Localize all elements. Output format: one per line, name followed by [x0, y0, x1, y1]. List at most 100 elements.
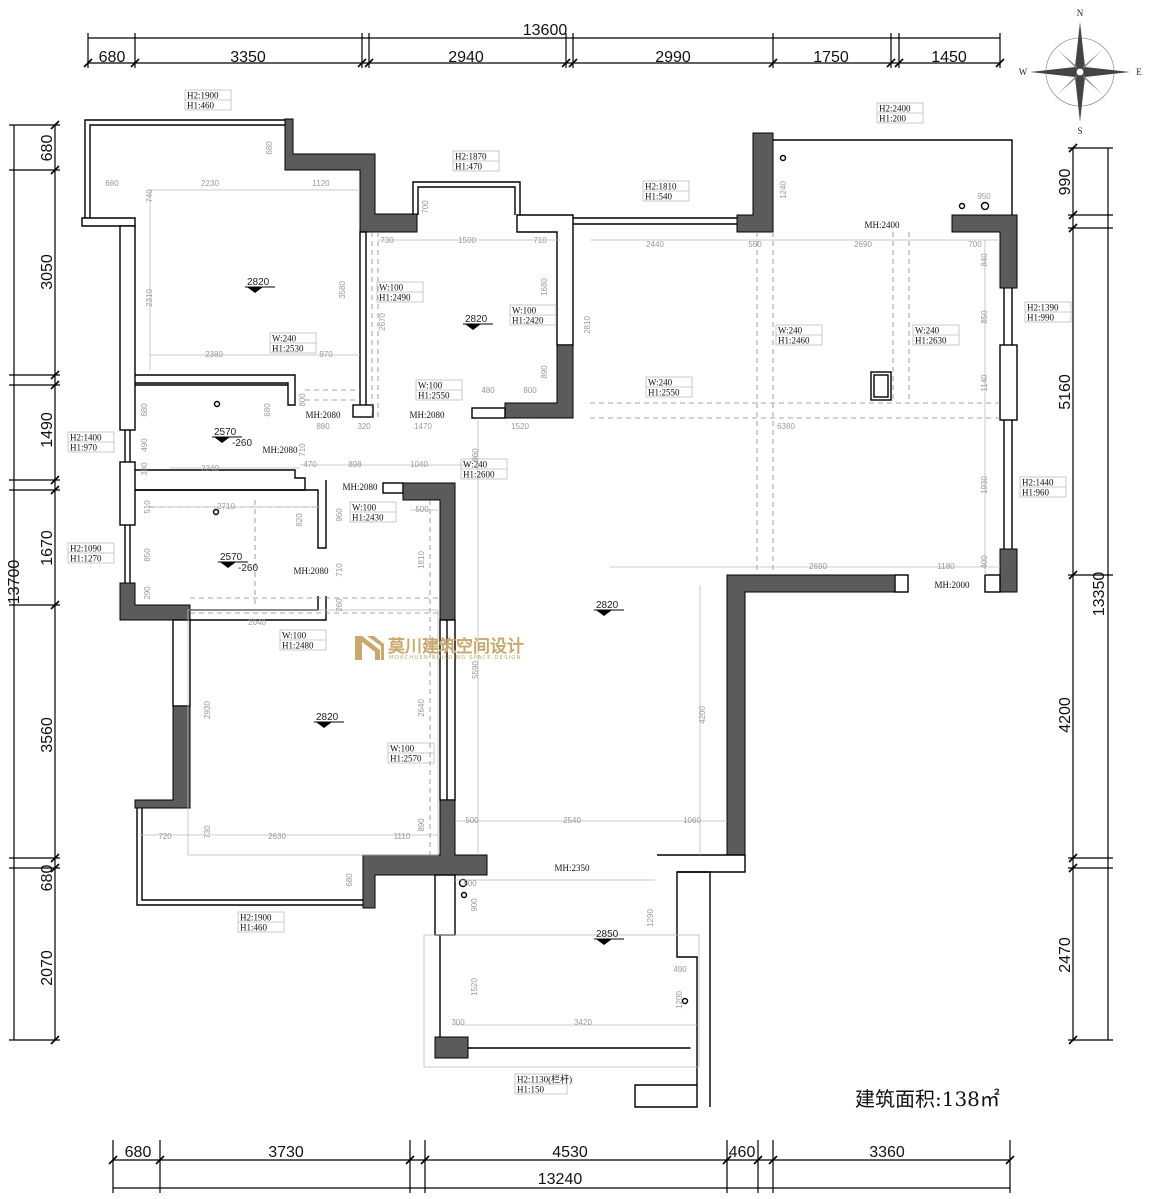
floor-level-marker: 2820 [314, 712, 344, 728]
interior-dimension: 1240 [779, 181, 788, 199]
interior-dimension: 2380 [205, 350, 223, 359]
compass-w: W [1019, 67, 1028, 77]
interior-dimension: 850 [143, 548, 152, 562]
level-value: 2820 [247, 277, 270, 288]
floor-level-marker: 2820 [463, 314, 493, 330]
interior-dimension: 680 [265, 141, 274, 155]
interior-dimension: 1500 [458, 236, 476, 245]
interior-dimension: 480 [481, 386, 495, 395]
interior-dimension: 1680 [540, 278, 549, 296]
floor-level-marker: 2570-260 [218, 552, 258, 574]
interior-dimension: 2240 [201, 464, 219, 473]
dimension-bottom: 13240 [113, 1159, 1010, 1189]
interior-dimension: 400 [980, 555, 989, 569]
wall-tag-line1: W:240 [272, 334, 297, 344]
dim-total-left: 13700 [6, 560, 23, 605]
door-height-tag: MH:2080 [262, 445, 298, 455]
interior-dimension: 1930 [980, 476, 989, 494]
interior-dimension: 4200 [698, 706, 707, 724]
dim-left-segment: 3560 [39, 717, 56, 753]
interior-dimension: 800 [298, 393, 307, 407]
wall-tag-line2: H1:2490 [379, 293, 411, 303]
interior-dimension: 2640 [417, 699, 426, 717]
interior-dimension: 970 [319, 350, 333, 359]
dim-total-top: 13600 [523, 22, 568, 39]
dim-left-segment: 1670 [39, 530, 56, 566]
floor-level-marker: 2570-260 [212, 427, 252, 449]
level-value: 2850 [596, 929, 619, 940]
wall-tag-line2: H1:2570 [390, 754, 422, 764]
wall-tag-line1: W:100 [282, 631, 307, 641]
interior-dimension: 850 [980, 310, 989, 324]
interior-dimension: 2040 [248, 618, 266, 627]
interior-dimension: 2690 [809, 562, 827, 571]
interior-dimension: 900 [470, 898, 479, 912]
wall-tag-line1: W:100 [352, 503, 377, 513]
interior-dimension: 710 [298, 443, 307, 457]
wall-tag-line1: W:100 [379, 283, 404, 293]
interior-dimension: 680 [345, 873, 354, 887]
interior-dimension: 730 [380, 236, 394, 245]
building-area-label: 建筑面积:138㎡ [855, 1087, 1000, 1111]
wall-tag-line2: H1:2550 [648, 388, 680, 398]
compass-e: E [1136, 67, 1142, 77]
interior-dimension: 800 [523, 386, 537, 395]
door-height-tag: MH:2080 [409, 410, 445, 420]
watermark-en: MOKCHUEN BUILDING SPACE DESIGN [389, 655, 522, 661]
interior-dimension: 960 [471, 448, 480, 462]
interior-dimension: 2230 [201, 179, 219, 188]
window-tag-line2: H1:540 [645, 192, 673, 202]
interior-dimension: 820 [295, 513, 304, 527]
wall-tag-line2: H1:2530 [272, 344, 304, 354]
interior-dimension: 2310 [145, 289, 154, 307]
interior-dimension: 500 [465, 816, 479, 825]
interior-dimension: 2630 [268, 832, 286, 841]
level-triangle-icon [220, 562, 236, 568]
wall-tag-line2: H1:2420 [512, 316, 544, 326]
window-tag-line2: H1:460 [240, 923, 268, 933]
wall-tag-line2: H1:2630 [915, 336, 947, 346]
walls [81, 118, 1018, 1108]
window-tag-line1: H2:1810 [645, 182, 677, 192]
dimension-right: 13350 [1072, 148, 1109, 1040]
interior-dimension: 300 [451, 1018, 465, 1027]
interior-dimension: 500 [415, 505, 429, 514]
interior-dimension: 950 [977, 192, 991, 201]
wall-tag-line1: W:240 [915, 326, 940, 336]
interior-dimension: 290 [143, 586, 152, 600]
level-triangle-icon [214, 437, 230, 443]
window-tag-line1: H2:1900 [240, 913, 272, 923]
dim-right-segment: 5160 [1057, 374, 1074, 410]
interior-dimension: 6380 [777, 422, 795, 431]
window-tag-line2: H1:990 [1027, 313, 1055, 323]
wall-tag-line1: W:240 [648, 378, 673, 388]
level-value: 2570 [214, 427, 237, 438]
interior-dimension: 680 [263, 403, 272, 417]
interior-dimension: 1470 [414, 422, 432, 431]
interior-dimension: 2540 [563, 816, 581, 825]
interior-dimension: 1290 [646, 909, 655, 927]
window-tag-line2: H1:200 [879, 114, 907, 124]
level-triangle-icon [596, 610, 612, 616]
window-tag-line1: H2:1090 [70, 544, 102, 554]
wall-tag-line1: W:240 [463, 460, 488, 470]
dim-top-segment: 2990 [655, 49, 691, 66]
window-tag-line2: H1:470 [455, 162, 483, 172]
dimension-ticks [9, 33, 1113, 1193]
door-height-tag: MH:2350 [554, 863, 590, 873]
window-tag-line2: H1:150 [517, 1085, 545, 1095]
interior-dimension: 550 [748, 240, 762, 249]
level-offset: -260 [232, 438, 252, 449]
dim-top-segment: 1450 [931, 49, 967, 66]
window-tag-line2: H1:970 [70, 443, 98, 453]
